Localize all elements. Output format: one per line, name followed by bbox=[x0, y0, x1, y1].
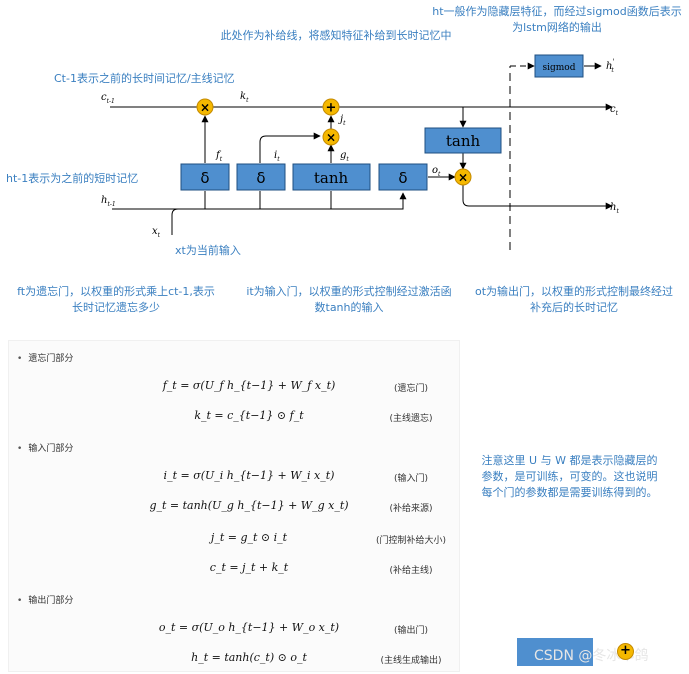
annotation-forget-gate: ft为遗忘门，以权重的形式乘上ct-1,表示长时记忆遗忘多少 bbox=[17, 285, 215, 314]
label-k: kt bbox=[240, 91, 249, 104]
input-multiply-op: × bbox=[322, 128, 340, 146]
formula-ft: f_t = σ(U_f h_{t−1} + W_f x_t) bbox=[162, 379, 336, 392]
label-g: gt bbox=[340, 150, 349, 163]
label-j: jt bbox=[338, 114, 346, 127]
label-c-out: ct bbox=[610, 104, 619, 117]
x-input-line bbox=[171, 208, 179, 235]
tanh-output-label: tanh bbox=[446, 132, 481, 150]
formula-panel: 遗忘门部分 f_t = σ(U_f h_{t−1} + W_f x_t) (遗忘… bbox=[8, 340, 460, 672]
annotation-xt: xt为当前输入 bbox=[175, 244, 241, 257]
tag-kt: (主线遗忘) bbox=[389, 414, 433, 424]
section-forget: 遗忘门部分 bbox=[17, 351, 73, 364]
tag-it: (输入门) bbox=[393, 474, 429, 484]
label-f: ft bbox=[215, 150, 223, 163]
annotation-input-gate: it为输入门，以权重的形式控制经过激活函数tanh的输入 bbox=[246, 285, 452, 314]
formula-jt: j_t = g_t ⊙ i_t bbox=[210, 531, 288, 544]
cell-add-op: + bbox=[322, 98, 340, 116]
formula-gt: g_t = tanh(U_g h_{t−1} + W_g x_t) bbox=[149, 499, 349, 512]
tag-gt: (补给来源) bbox=[389, 504, 433, 514]
forget-multiply-op: × bbox=[196, 98, 214, 116]
annotation-supply-line: 此处作为补给线，将感知特征补给到长时记忆中 bbox=[220, 29, 452, 42]
tag-ht: (主线生成输出) bbox=[380, 656, 442, 666]
input-gate-symbol: δ bbox=[256, 169, 265, 187]
annotation-ht-prev: ht-1表示为之前的短时记忆 bbox=[6, 172, 139, 185]
annotation-output-gate: ot为输出门，以权重的形式控制最终经过补充后的长时记忆 bbox=[474, 285, 674, 314]
formula-it: i_t = σ(U_i h_{t−1} + W_i x_t) bbox=[163, 469, 335, 482]
tag-ft: (遗忘门) bbox=[393, 384, 429, 394]
label-i: it bbox=[274, 150, 280, 163]
label-h-out: ht bbox=[610, 202, 619, 215]
label-o: ot bbox=[432, 165, 441, 178]
svg-text:×: × bbox=[326, 131, 336, 145]
watermark-plus-icon: + bbox=[617, 643, 634, 660]
label-h-sig: h't bbox=[606, 58, 614, 74]
svg-text:+: + bbox=[326, 101, 337, 116]
sigmod-label: sigmod bbox=[543, 63, 576, 73]
tag-jt: (门控制补给大小) bbox=[375, 536, 447, 546]
hidden-input-line bbox=[112, 192, 407, 210]
annotation-ct-prev: Ct-1表示之前的长时间记忆/主线记忆 bbox=[54, 72, 235, 85]
forget-gate-box: δ bbox=[180, 163, 230, 191]
sigmod-box: sigmod bbox=[534, 54, 584, 78]
lstm-diagram: δ δ tanh δ tanh sigmod × + × × ct-1 ht-1 bbox=[101, 54, 619, 250]
annotation-top-right: ht一般作为隐藏层特征，而经过sigmod函数后表示为lstm网络的输出 bbox=[432, 5, 682, 34]
label-h-prev: ht-1 bbox=[101, 195, 116, 208]
watermark-box bbox=[517, 638, 593, 666]
input-gate-box: δ bbox=[236, 163, 286, 191]
label-c-prev: ct-1 bbox=[101, 92, 115, 105]
tag-ct: (补给主线) bbox=[389, 566, 433, 576]
tanh-output-box: tanh bbox=[424, 127, 502, 154]
h-output-line bbox=[462, 185, 613, 210]
label-x: xt bbox=[152, 226, 161, 239]
output-gate-symbol: δ bbox=[398, 169, 407, 187]
output-multiply-op: × bbox=[454, 168, 472, 186]
candidate-box: tanh bbox=[292, 163, 371, 191]
section-output: 输出门部分 bbox=[17, 593, 73, 606]
section-input: 输入门部分 bbox=[17, 441, 73, 454]
formula-kt: k_t = c_{t−1} ⊙ f_t bbox=[194, 409, 304, 422]
formula-ot: o_t = σ(U_o h_{t−1} + W_o x_t) bbox=[158, 621, 340, 634]
output-gate-box: δ bbox=[378, 163, 428, 191]
input-gate-arrow bbox=[259, 132, 321, 163]
formula-ht: h_t = tanh(c_t) ⊙ o_t bbox=[191, 651, 307, 664]
svg-text:×: × bbox=[200, 101, 210, 115]
forget-gate-symbol: δ bbox=[200, 169, 209, 187]
formula-ct: c_t = j_t + k_t bbox=[209, 561, 289, 574]
tag-ot: (输出门) bbox=[393, 626, 429, 636]
svg-text:×: × bbox=[458, 171, 468, 185]
candidate-label: tanh bbox=[314, 169, 349, 187]
annotation-parameters: 注意这里 U 与 W 都是表示隐藏层的参数，是可训练，可变的。这也说明每个门的参… bbox=[481, 454, 658, 499]
